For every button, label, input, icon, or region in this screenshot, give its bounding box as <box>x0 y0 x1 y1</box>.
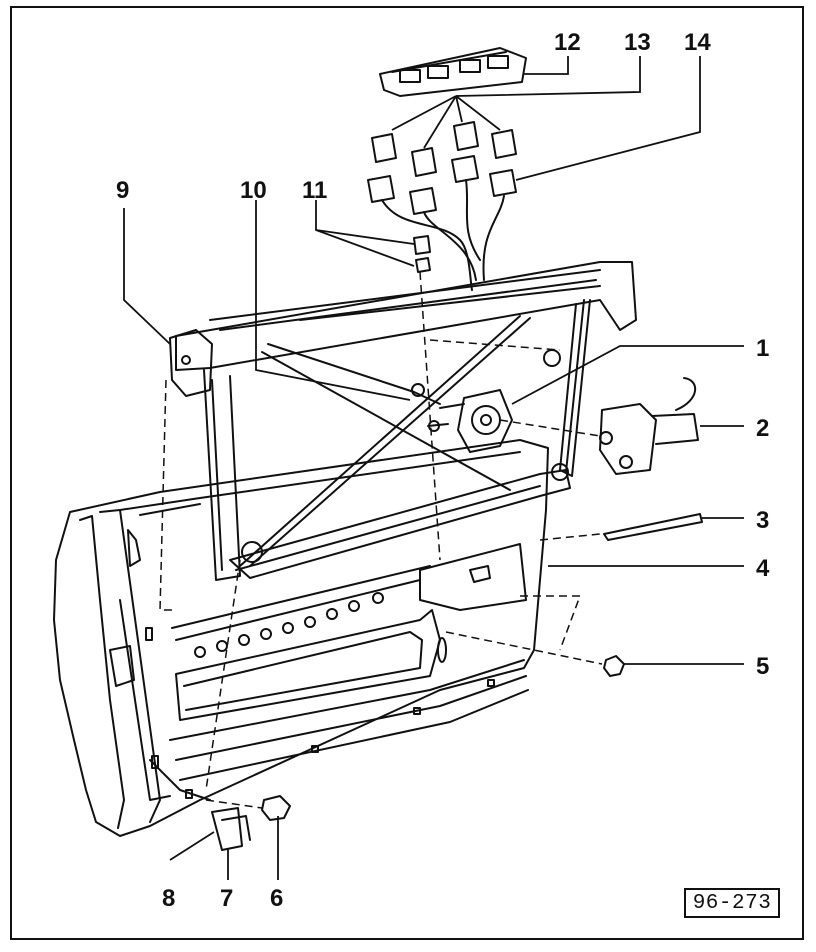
reference-code: 96-273 <box>692 891 772 915</box>
callout-3: 3 <box>756 507 769 534</box>
window-motor <box>599 377 699 475</box>
switch-panel <box>379 47 527 97</box>
door-shell <box>53 439 549 837</box>
nut <box>603 655 625 677</box>
callout-7: 7 <box>220 885 233 912</box>
reference-code-box: 96-273 <box>684 888 780 918</box>
bottom-hardware <box>211 795 291 851</box>
wiring-connectors <box>367 121 517 291</box>
regulator-gear <box>411 383 513 453</box>
callout-6: 6 <box>270 885 283 912</box>
callout-4: 4 <box>756 555 770 582</box>
callout-12: 12 <box>554 29 581 56</box>
regulator-frame <box>169 261 637 581</box>
callout-14: 14 <box>684 29 711 56</box>
callout-9: 9 <box>116 177 129 204</box>
callout-2: 2 <box>756 415 769 442</box>
callout-1: 1 <box>756 335 769 362</box>
callout-13: 13 <box>624 29 651 56</box>
callout-10: 10 <box>240 177 267 204</box>
callout-11: 11 <box>302 177 327 204</box>
callout-8: 8 <box>162 885 175 912</box>
callout-5: 5 <box>756 653 769 680</box>
seal-strip <box>603 513 703 541</box>
